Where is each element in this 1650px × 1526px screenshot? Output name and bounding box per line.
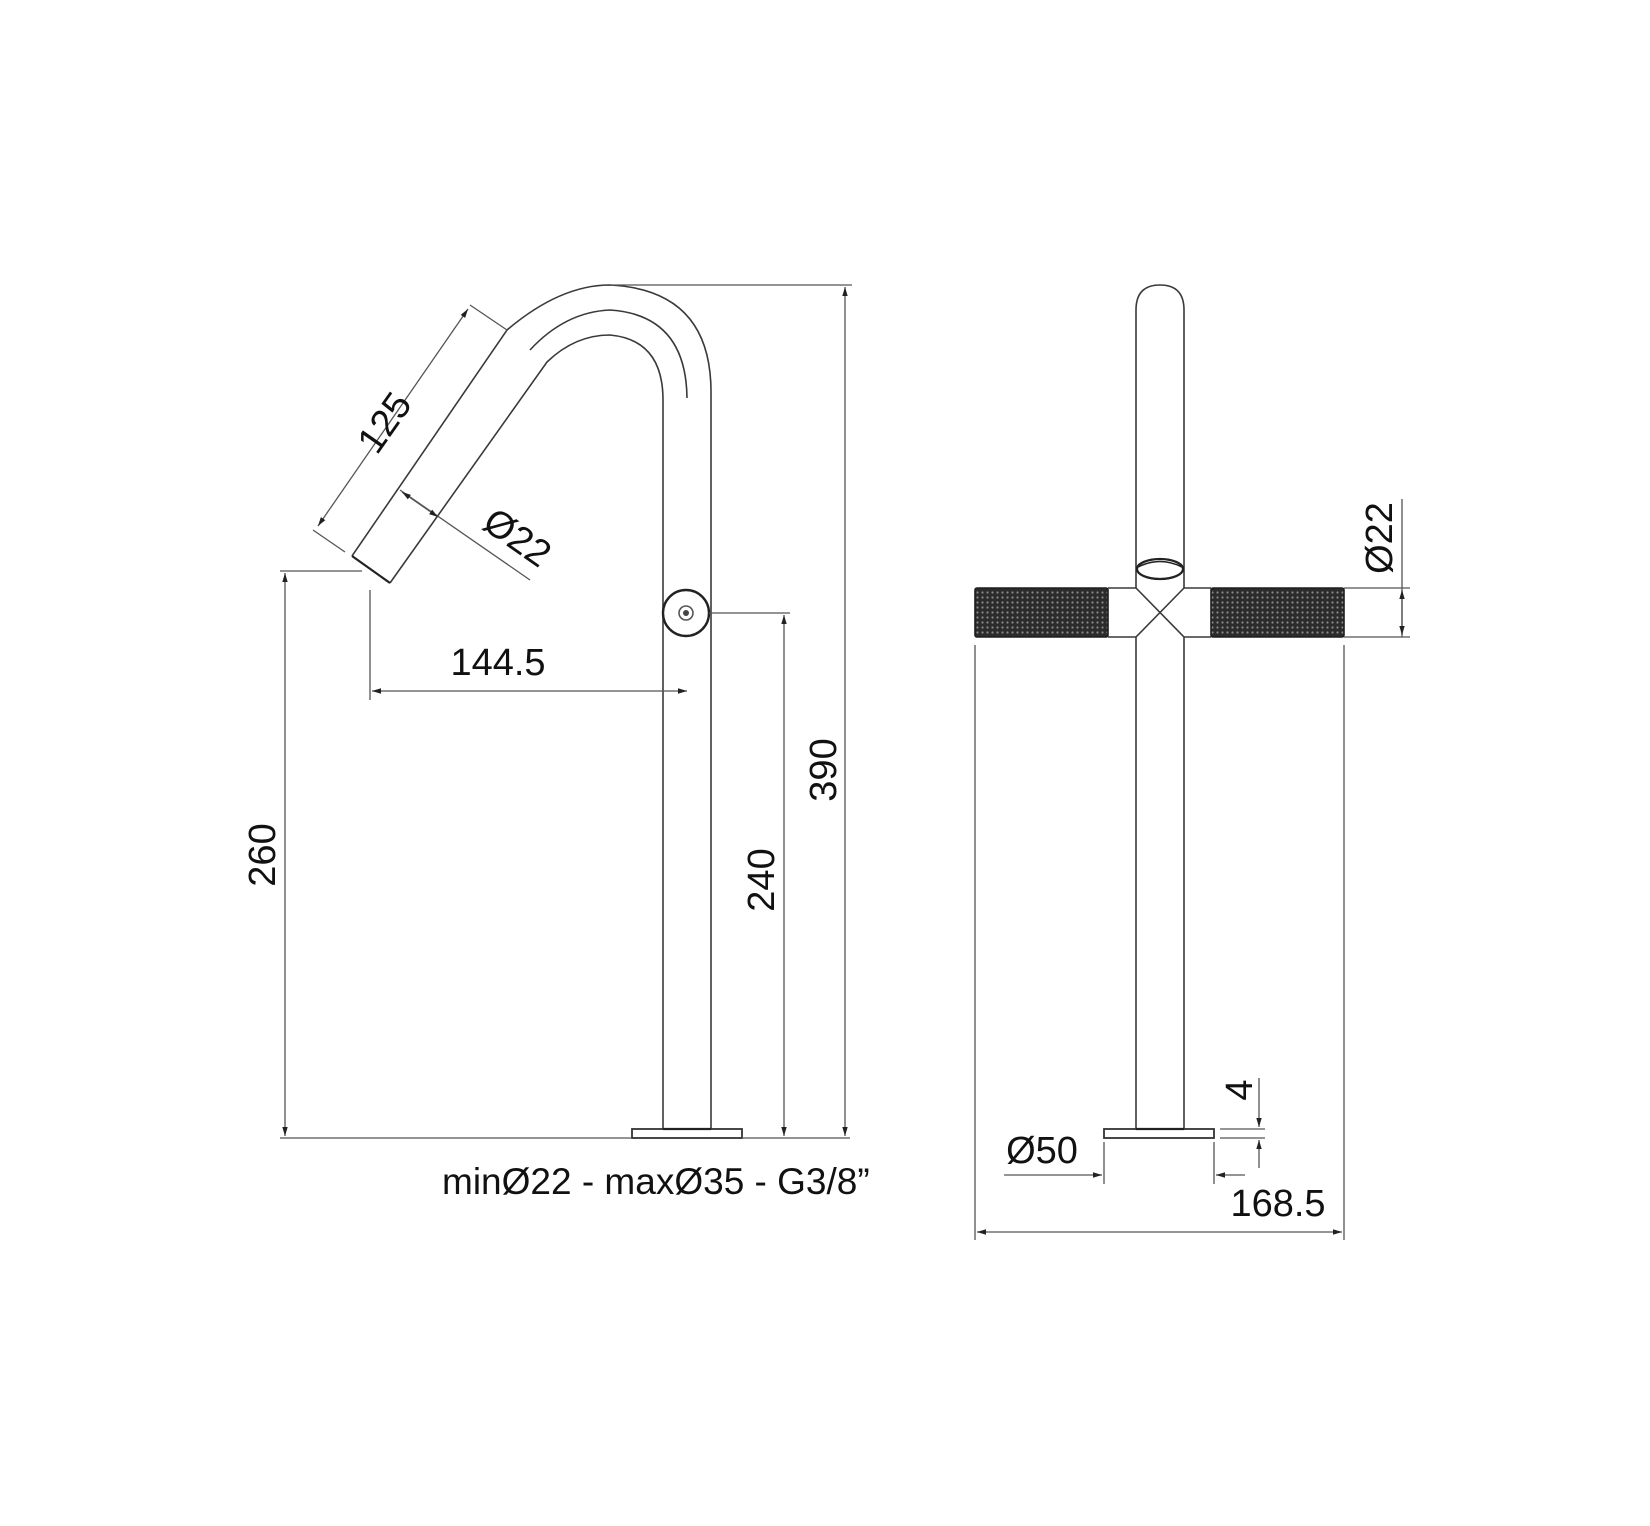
- left-knurled-handle: [974, 587, 1109, 638]
- dim-base-thickness: 4: [1219, 1078, 1265, 1168]
- lever-knob: [661, 588, 711, 638]
- label-144-5: 144.5: [450, 642, 545, 684]
- dim-handle-diameter: Ø22: [1344, 499, 1410, 638]
- label-4: 4: [1219, 1079, 1261, 1100]
- front-view: Ø22 4 Ø50 168.5: [974, 284, 1410, 1240]
- label-390: 390: [803, 738, 845, 801]
- dim-lever-height: 240: [709, 612, 790, 1136]
- dim-total-height: 390: [610, 284, 852, 1136]
- label-spout-diameter: Ø22: [475, 500, 558, 576]
- lever-cap: [1135, 557, 1185, 581]
- side-view: 125 Ø22 144.5 260 240: [242, 284, 870, 1202]
- front-pipe: [1108, 284, 1211, 1129]
- label-50: Ø50: [1006, 1130, 1078, 1172]
- front-base-plate: [1103, 1127, 1215, 1139]
- connection-note: minØ22 - maxØ35 - G3/8”: [442, 1161, 870, 1202]
- right-knurled-handle: [1210, 587, 1345, 638]
- dim-spout-length: 125: [312, 304, 508, 553]
- dim-handle-width: 168.5: [974, 645, 1345, 1240]
- label-260: 260: [242, 823, 284, 886]
- dim-reach: 144.5: [369, 590, 687, 700]
- dim-outlet-height: 260: [242, 570, 362, 1136]
- base-plate: [631, 1127, 743, 1139]
- label-240: 240: [741, 848, 783, 911]
- label-handle-diameter: Ø22: [1359, 502, 1401, 574]
- label-168-5: 168.5: [1230, 1183, 1325, 1225]
- dim-base-diameter: Ø50: [1004, 1130, 1245, 1184]
- label-125: 125: [350, 385, 421, 461]
